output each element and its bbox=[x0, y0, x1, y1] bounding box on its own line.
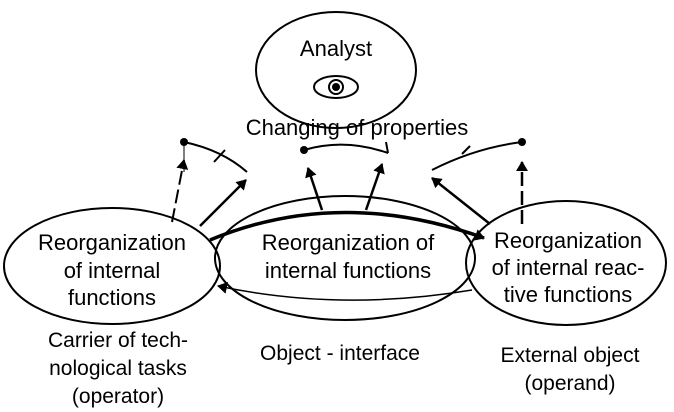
right-caption-line-2: (operand) bbox=[524, 372, 615, 395]
left-ellipse bbox=[3, 207, 221, 325]
left-change-arc bbox=[180, 138, 248, 173]
left-caption-line-3: (operator) bbox=[72, 385, 164, 408]
middle-change-arc bbox=[300, 141, 389, 154]
left-caption-line-1: Carrier of tech- bbox=[48, 329, 188, 352]
arrow-middle-up-1 bbox=[305, 167, 324, 211]
middle-node-line-2: internal functions bbox=[265, 258, 431, 283]
arrow-left-up-1 bbox=[171, 159, 189, 223]
arrow-middle-up-2 bbox=[364, 163, 385, 211]
right-change-arc bbox=[431, 138, 526, 171]
left-node-line-3: functions bbox=[68, 285, 156, 310]
right-caption-line-1: External object bbox=[501, 344, 640, 367]
arrow-left-to-right bbox=[209, 210, 485, 242]
right-node-line-2: of internal reac- bbox=[492, 255, 645, 280]
middle-caption: Object - interface bbox=[260, 342, 420, 365]
middle-ellipse bbox=[214, 195, 476, 321]
analyst-label: Analyst bbox=[300, 36, 372, 61]
eye-icon bbox=[313, 75, 359, 99]
left-node-line-2: of internal bbox=[64, 258, 161, 283]
analyst-ellipse bbox=[255, 11, 417, 129]
left-node-line-1: Reorganization bbox=[38, 230, 186, 255]
right-node-line-3: tive functions bbox=[504, 282, 632, 307]
changing-properties-label: Changing of properties bbox=[246, 115, 469, 140]
arrow-left-up-2 bbox=[199, 179, 247, 227]
arrow-right-to-left bbox=[217, 282, 473, 301]
middle-node-line-1: Reorganization of bbox=[262, 230, 435, 255]
right-node-line-1: Reorganization bbox=[494, 228, 642, 253]
arrow-right-up-1 bbox=[431, 177, 491, 225]
right-ellipse bbox=[465, 200, 667, 326]
left-caption-line-2: nological tasks bbox=[49, 357, 187, 380]
